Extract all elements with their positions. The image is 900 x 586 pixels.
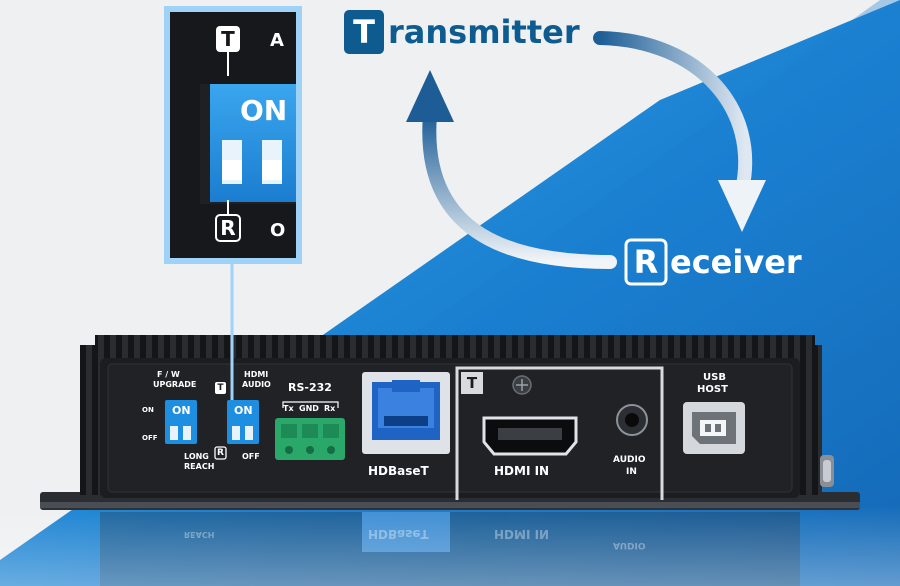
arrow-head-down-icon [718, 180, 766, 232]
switch1-on: ON [172, 404, 191, 417]
rs232-title: RS-232 [288, 381, 332, 394]
audio-in-2: IN [626, 467, 637, 477]
mode-t-letter: T [217, 383, 224, 393]
arrow-head-up-icon [406, 70, 454, 122]
fw-label-1: F / W [157, 370, 180, 379]
long-reach-2: REACH [184, 462, 215, 471]
audio-in-1: AUDIO [613, 455, 646, 465]
receiver-letter: R [633, 243, 659, 281]
tx-section-letter: T [466, 374, 478, 392]
usb-host-1: USB [703, 372, 726, 383]
side-off: OFF [142, 434, 158, 442]
inset-t-letter: T [221, 27, 235, 51]
hdbaset-transmitter-device [40, 335, 860, 510]
reflection-hdbaset: HDBaseT [368, 527, 429, 541]
side-on: ON [142, 406, 154, 414]
mode-r-letter: R [217, 448, 224, 458]
cycle-arrows [406, 31, 766, 269]
transmitter-letter-box [344, 10, 384, 54]
long-reach-1: LONG [184, 452, 209, 461]
hdmi-audio-2: AUDIO [242, 380, 271, 389]
rs232-gnd: GND [299, 404, 319, 413]
inset-top-partial: A [270, 30, 284, 51]
transmitter-letter: T [353, 13, 375, 51]
reflection-audio: AUDIO [613, 540, 646, 550]
fw-label-2: UPGRADE [153, 380, 197, 389]
hdmi-in-label: HDMI IN [494, 464, 550, 478]
transmitter-word: ransmitter [388, 13, 580, 51]
inset-r-letter: R [220, 216, 236, 240]
rs232-tx: Tx [283, 404, 294, 413]
inset-switch-on: ON [240, 94, 288, 127]
receiver-word: eceiver [670, 243, 802, 281]
rs232-rx: Rx [324, 404, 336, 413]
reflection-hdmi-in: HDMI IN [494, 527, 550, 541]
usb-host-2: HOST [697, 384, 728, 395]
dip-switch-zoom-inset [164, 6, 302, 400]
switch2-off: OFF [242, 452, 260, 461]
switch2-on: ON [234, 404, 253, 417]
hdbaset-label: HDBaseT [368, 464, 429, 478]
inset-bottom-partial: O [270, 220, 286, 241]
receiver-letter-box [624, 238, 668, 286]
reflection-reach: REACH [184, 530, 215, 539]
hdmi-audio-1: HDMI [244, 370, 269, 379]
